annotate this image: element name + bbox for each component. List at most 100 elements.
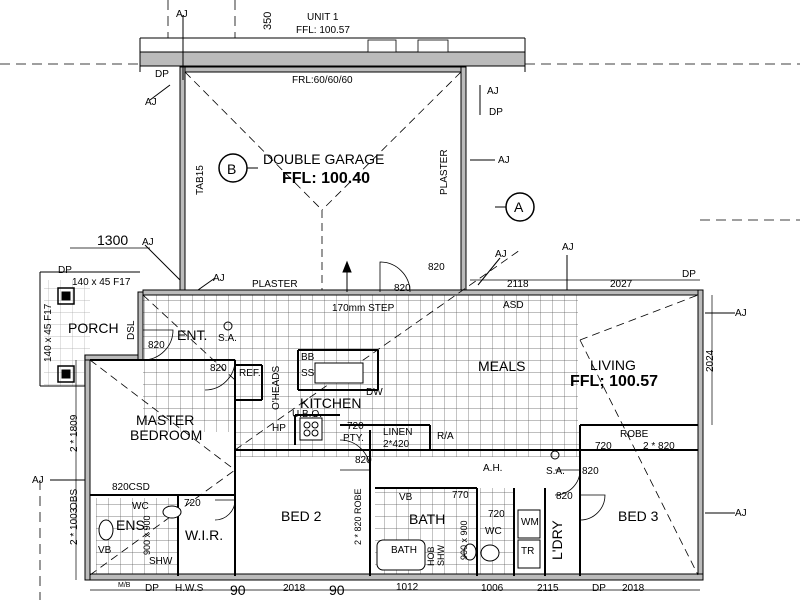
post-size: 140 x 45 F17 [72, 277, 131, 288]
dp-label: DP [592, 583, 606, 594]
robe-label: ROBE [620, 429, 649, 440]
porch-post [39, 271, 140, 387]
bed2-label: BED 2 [281, 508, 322, 524]
aj-label: AJ [213, 273, 225, 284]
roof-lines [89, 71, 699, 576]
ens-label: ENS. [116, 517, 149, 533]
door-720-wc: 720 [488, 509, 505, 520]
mb-label: M/B [118, 582, 131, 589]
ent-label: ENT. [177, 327, 208, 343]
bed3-label: BED 3 [618, 508, 659, 524]
aj-label: AJ [142, 237, 154, 248]
aj-markers [50, 15, 735, 514]
smoke-alarms [223, 321, 560, 460]
garage-door-2: 820 [394, 283, 411, 294]
dim-350: 350 [262, 11, 274, 30]
aj-label: AJ [495, 249, 507, 260]
bb-label: BB [301, 352, 315, 363]
garage-tag: TAB15 [195, 165, 206, 195]
ldry-label: L'DRY [549, 520, 565, 560]
unit-ffl: FFL: 100.57 [296, 25, 350, 36]
bath-tub-label: BATH [391, 545, 417, 556]
porch-label: PORCH [68, 320, 119, 336]
linen-label: LINEN [383, 427, 413, 438]
wc-bath: WC [485, 526, 502, 537]
ah-label: A.H. [483, 463, 503, 474]
oheads-label: O'HEADS [271, 365, 282, 410]
dim-1012: 1012 [396, 582, 419, 593]
vb-ens: VB [98, 545, 112, 556]
master-label: MASTER [136, 412, 195, 428]
tr-label: TR [521, 546, 535, 557]
aj-label: AJ [562, 242, 574, 253]
fixtures [98, 362, 541, 571]
aj-label: AJ [735, 508, 747, 519]
ref-label: REF. [239, 368, 261, 379]
garage-name: DOUBLE GARAGE [263, 151, 385, 167]
section-circles [218, 153, 535, 222]
door-770: 770 [452, 490, 469, 501]
aj-label: AJ [145, 97, 157, 108]
dp-label: DP [155, 69, 169, 80]
walls [84, 66, 704, 581]
dim-2027: 2027 [610, 279, 633, 290]
dim-2024: 2024 [705, 349, 716, 372]
door-swings [142, 261, 606, 521]
door-820-ent: 820 [210, 363, 227, 374]
section-mark-b: B [227, 161, 237, 177]
shw-bath: SHW [436, 545, 446, 566]
sa-label: S.A. [218, 333, 237, 344]
meals-label: MEALS [478, 358, 526, 374]
dp-label: DP [58, 265, 72, 276]
door-820-ldry: 820 [556, 491, 573, 502]
shw-dim-ens: 900 x 900 [142, 515, 152, 555]
dim-2018b: 2018 [622, 583, 645, 594]
step-arrow [342, 260, 352, 292]
dim-90b: 90 [329, 582, 345, 598]
door-820-porch: 820 [148, 340, 165, 351]
ubo-label: U.B.O. [292, 409, 323, 420]
aj-label: AJ [498, 155, 510, 166]
wc-ens: WC [132, 501, 149, 512]
bath-label: BATH [409, 511, 446, 527]
unit-title: UNIT 1 [307, 12, 339, 23]
dp-label: DP [682, 269, 696, 280]
shw-dim-bath: 900 x 900 [459, 520, 469, 560]
dim-1006: 1006 [481, 583, 504, 594]
dim-1809: 2 * 1809 [69, 414, 80, 452]
aj-label: AJ [176, 9, 188, 20]
door-720-ens: 720 [184, 498, 201, 509]
aj-label: AJ [735, 308, 747, 319]
hws-label: H.W.S [175, 583, 204, 594]
wir-label: W.I.R. [185, 527, 224, 543]
garage-plaster-left: PLASTER [252, 279, 298, 290]
section-mark-a: A [514, 199, 524, 215]
bedroom-label: BEDROOM [130, 427, 203, 443]
garage-ffl: FFL: 100.40 [282, 170, 371, 187]
door-820-bed2-top: 820 [355, 455, 372, 466]
asd-label: ASD [503, 300, 524, 311]
hob-label: HOB [426, 546, 436, 566]
wm-label: WM [521, 517, 539, 528]
living-label: LIVING [590, 357, 636, 373]
pty-label: PTY. [343, 433, 364, 444]
garage-plaster-right: PLASTER [439, 149, 450, 195]
linen-width: 2*420 [383, 439, 410, 450]
living-ffl: FFL; 100.57 [570, 373, 659, 390]
dimension-lines [70, 247, 713, 591]
robe-door-720: 720 [595, 441, 612, 452]
dsl-label: DSL [126, 320, 137, 340]
neighbour-unit [139, 37, 526, 72]
dim-2018a: 2018 [283, 583, 306, 594]
dim-90a: 90 [230, 582, 246, 598]
door-820csd: 820CSD [112, 482, 150, 493]
bed2-robe: 2 * 820 ROBE [353, 488, 363, 545]
ra-label: R/A [437, 431, 454, 442]
pty-width: 720 [347, 421, 364, 432]
kitchen-label: KITCHEN [300, 395, 362, 411]
door-820-bed3: 820 [582, 466, 599, 477]
shw-ens: SHW [149, 556, 173, 567]
